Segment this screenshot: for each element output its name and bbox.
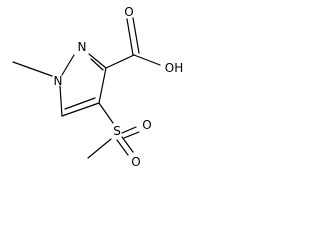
bond-s-o-bottom-b [121, 136, 134, 153]
bond-carboxyl-co-double-b [132, 17, 140, 54]
bond-carboxyl-c-oh [133, 54, 161, 66]
bond-c3-carboxyl-c [105, 54, 135, 69]
atom-n2-label: N [78, 40, 87, 54]
bond-c5-n1 [59, 85, 63, 117]
bond-n2-c3-double-inner [90, 58, 104, 71]
bond-c3-c4 [98, 67, 107, 104]
atom-s-label: S [113, 124, 121, 138]
bond-s-methyl [87, 138, 112, 159]
bond-s-o-right-b [123, 131, 140, 139]
bond-carboxyl-co-double-a [126, 18, 134, 56]
bond-n2-c3-double-outer [88, 53, 107, 69]
atom-o-sulfonyl-bottom-label: O [131, 155, 140, 169]
molecule-diagram: N N O OH S O O [12, 5, 183, 169]
bond-n1-methyl [12, 61, 53, 77]
atom-oh-label: OH [165, 61, 183, 75]
atom-n1-label: N [54, 74, 63, 88]
bond-n1-n2 [61, 54, 75, 76]
bond-c4-c5-double-inner [64, 97, 96, 110]
atom-o-carbonyl-label: O [124, 5, 133, 19]
bond-c4-c5-double-outer [61, 102, 100, 117]
bond-s-o-bottom-a [116, 139, 129, 156]
bond-c4-s [98, 102, 114, 124]
atom-o-sulfonyl-right-label: O [142, 118, 151, 132]
bond-s-o-right-a [121, 126, 137, 134]
